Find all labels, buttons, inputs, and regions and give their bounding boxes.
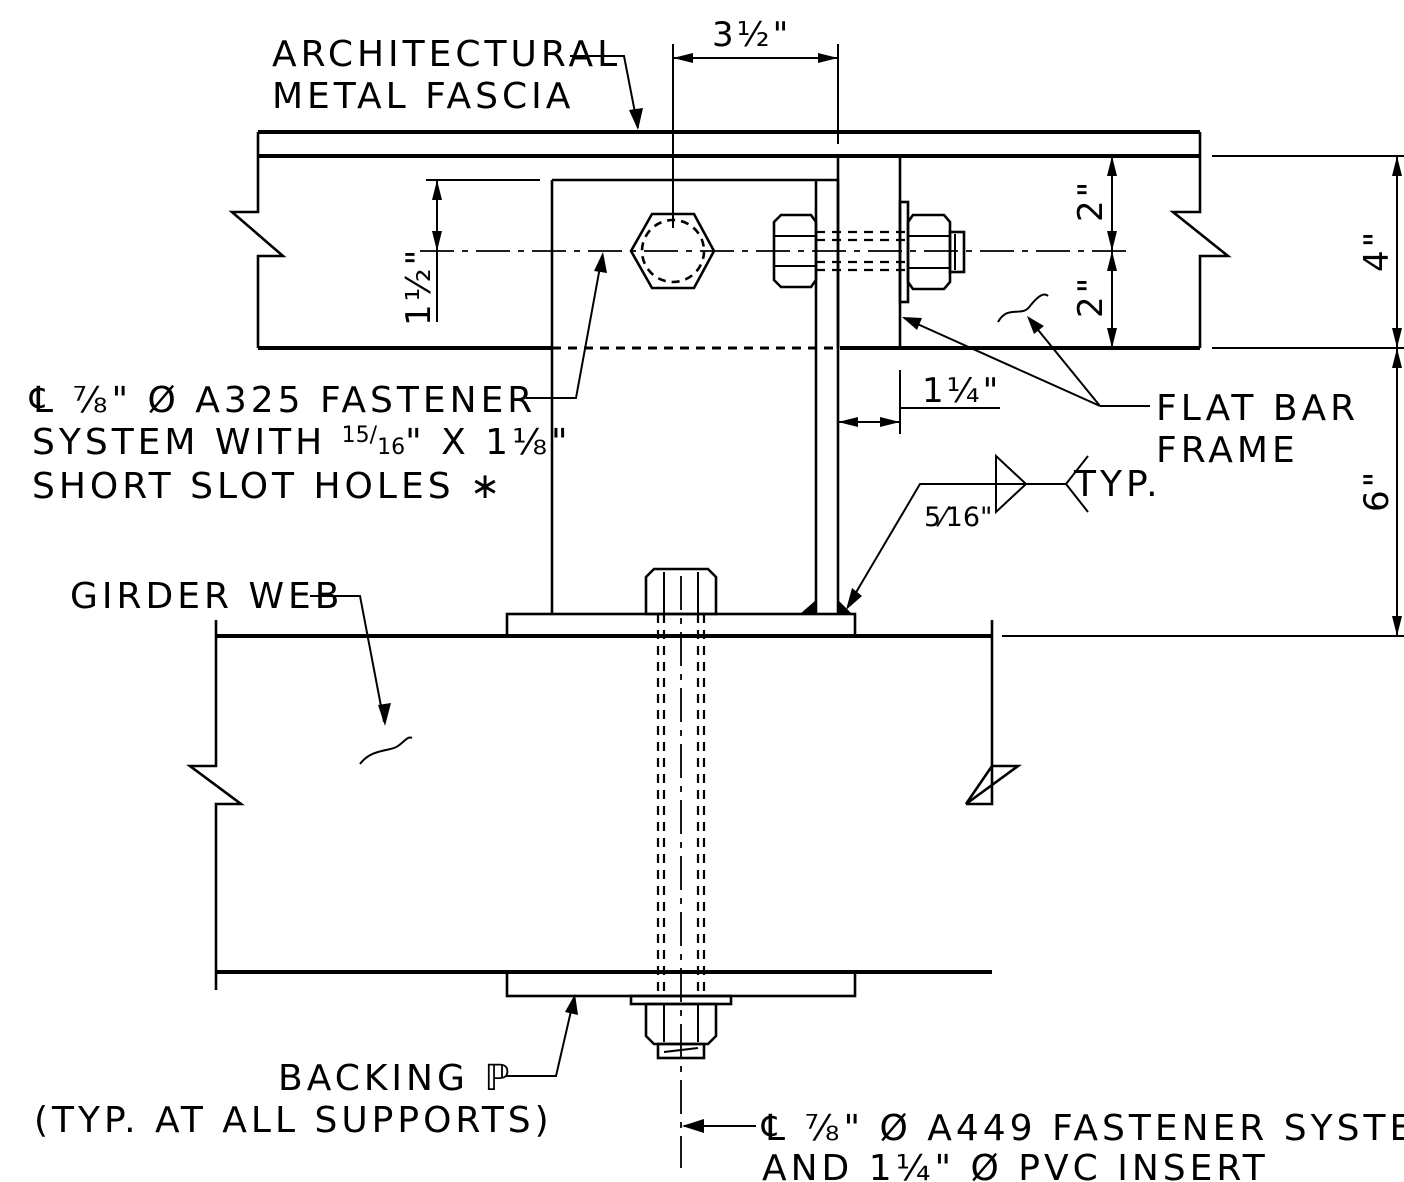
dim-bolt-edge-label: 1½" [399, 247, 439, 326]
flat-bar-frame [836, 156, 910, 348]
dim-bracket-height-label: 6" [1357, 469, 1397, 512]
label-girder-web: GIRDER WEB [70, 576, 413, 765]
flat-bar-label-line1: FLAT BAR [1156, 388, 1359, 429]
fascia-label-line1: ARCHITECTURAL [272, 34, 621, 75]
label-a449: ℄ ⅞" Ø A449 FASTENER SYSTEM AND 1¼" Ø PV… [682, 1108, 1404, 1182]
weld-typ-label: TYP. [1073, 464, 1162, 505]
dim-upper-half-label: 2" [1071, 179, 1111, 222]
backing-label-line2: (TYP. AT ALL SUPPORTS) [34, 1100, 553, 1141]
weld-symbol: TYP. 5⁄16" [846, 453, 1162, 610]
a449-label-line1: ℄ ⅞" Ø A449 FASTENER SYSTEM [761, 1108, 1404, 1149]
dim-lower-half-label: 2" [1071, 275, 1111, 318]
dim-bolt-edge: 1½" [399, 179, 540, 326]
dim-flat-bar-offset: 1¼" [838, 370, 1001, 434]
dim-top-offset-label: 3½" [712, 15, 791, 55]
flat-bar-label-line2: FRAME [1156, 430, 1299, 471]
backing-label-line1: BACKING ℙ [278, 1058, 514, 1099]
a325-label-line3: SHORT SLOT HOLES ∗ [32, 466, 504, 507]
label-fascia: ARCHITECTURAL METAL FASCIA [272, 34, 643, 130]
dim-fascia-depth-label: 4" [1357, 229, 1397, 272]
label-backing: BACKING ℙ (TYP. AT ALL SUPPORTS) [34, 994, 578, 1141]
weld-size-label: 5⁄16" [924, 502, 992, 533]
a325-label-line1: ℄ ⅞" Ø A325 FASTENER [29, 380, 536, 421]
fascia-label-line2: METAL FASCIA [272, 76, 574, 117]
a449-label-line2: AND 1¼" Ø PVC INSERT [762, 1148, 1269, 1182]
a325-label-line2: SYSTEM WITH 15/16" X 1⅛" [32, 422, 572, 463]
dim-flat-bar-offset-label: 1¼" [922, 371, 1001, 411]
dim-top-offset: 3½" [673, 15, 839, 144]
bracket-plate [505, 178, 857, 638]
girder-web-label: GIRDER WEB [70, 576, 344, 617]
dim-overall: 4" 6" [1002, 155, 1404, 637]
girder-web [186, 620, 1022, 990]
dim-half-depths: 2" 2" [1071, 156, 1117, 348]
label-a325: ℄ ⅞" Ø A325 FASTENER SYSTEM WITH 15/16" … [29, 252, 607, 507]
label-flat-bar: FLAT BAR FRAME [902, 293, 1359, 471]
